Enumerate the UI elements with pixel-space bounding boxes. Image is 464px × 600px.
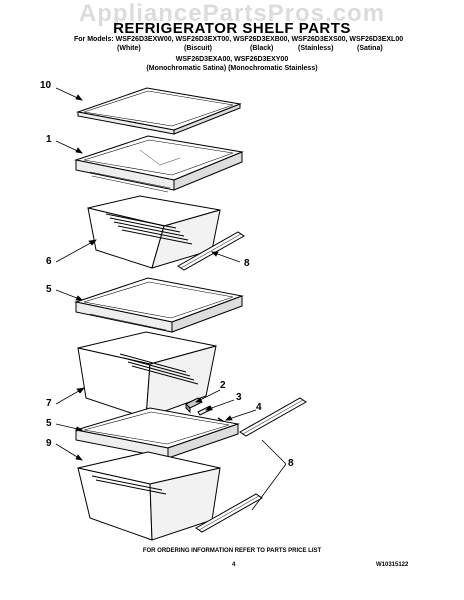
part-drawer-9 [77, 451, 221, 541]
model-color-black: (Black) [250, 45, 274, 52]
page-number: 4 [232, 562, 236, 568]
model-color-satina: (Satina) [357, 45, 383, 52]
callout-9: 9 [46, 438, 52, 449]
part-rail-right [239, 397, 307, 437]
part-shelf-5-lower [75, 407, 240, 459]
watermark: AppliancePartsPros.com [78, 0, 386, 27]
callout-8-upper: 8 [244, 258, 250, 269]
models-line-2: WSF26D3EXA00, WSF26D3EXY00 [175, 56, 289, 63]
part-crisper-drawer-6 [87, 195, 221, 269]
callout-6: 6 [46, 256, 52, 267]
callout-5-lower: 5 [46, 418, 52, 429]
part-glass-shelf-top [76, 87, 242, 135]
callout-3: 3 [236, 392, 242, 403]
doc-number: W10315122 [376, 562, 409, 568]
callout-7: 7 [46, 398, 52, 409]
callout-2: 2 [220, 380, 226, 391]
models-line-1: For Models: WSF26D3EXW00, WSF26D3EXT00, … [74, 36, 404, 43]
model-color-stainless: (Stainless) [298, 45, 334, 52]
page-title: REFRIGERATOR SHELF PARTS [113, 20, 351, 37]
callout-8-lower: 8 [288, 458, 294, 469]
part-drawer-7 [77, 331, 217, 419]
callout-5-upper: 5 [46, 284, 52, 295]
callout-1: 1 [46, 134, 52, 145]
callout-10: 10 [40, 80, 52, 91]
part-rail-bottom [195, 493, 263, 533]
models-colors-2: (Monochromatic Satina) (Monochromatic St… [146, 65, 318, 72]
part-shelf-5-upper [74, 277, 244, 333]
callout-4: 4 [256, 402, 262, 413]
ordering-info: FOR ORDERING INFORMATION REFER TO PARTS … [142, 548, 322, 554]
model-color-white: (White) [117, 45, 141, 52]
part-rail-upper [177, 231, 245, 271]
model-color-biscuit: (Biscuit) [184, 45, 212, 52]
part-shelf-frame-1 [74, 135, 244, 193]
